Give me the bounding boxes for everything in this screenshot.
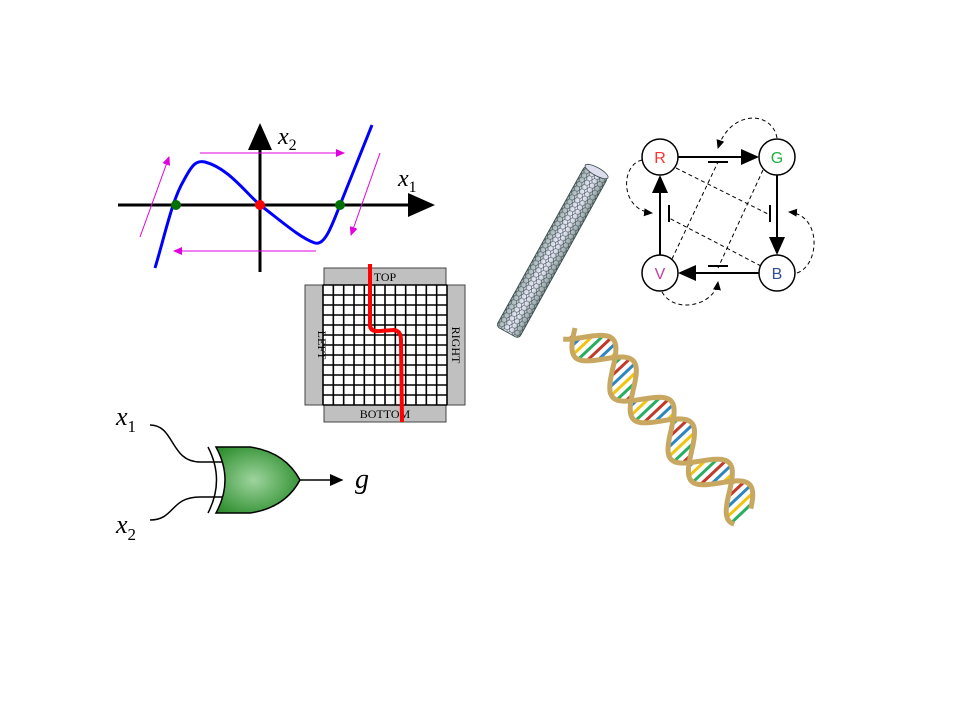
flow-arrow-down <box>349 152 381 236</box>
input-x1-label: x1 <box>115 402 136 436</box>
svg-text:V: V <box>655 266 666 283</box>
base-pair <box>730 502 753 524</box>
base-pair <box>691 458 719 484</box>
grid-lines <box>322 284 448 406</box>
flow-arrow-up <box>139 156 171 238</box>
node-g: G <box>758 138 796 176</box>
backbone-strand <box>563 332 736 527</box>
regulatory-network: R G V B <box>626 117 815 306</box>
base-pair <box>699 459 727 486</box>
base-pair <box>608 362 637 389</box>
dna-helix <box>563 327 756 527</box>
base-pair <box>710 464 733 486</box>
stable-point <box>171 200 181 210</box>
svg-text:G: G <box>771 150 783 167</box>
stable-point <box>335 200 345 210</box>
x1-label: x1 <box>397 166 417 196</box>
backbone-strand <box>569 327 756 510</box>
input-x2-label: x2 <box>115 510 136 544</box>
base-pair <box>725 484 752 510</box>
svg-text:R: R <box>654 150 666 167</box>
routing-grid: TOP BOTTOM LEFT RIGHT <box>304 264 466 423</box>
right-label: RIGHT <box>449 327 463 364</box>
base-pair <box>577 334 605 361</box>
phase-plot: x2 x1 <box>118 123 435 272</box>
nanotube <box>497 163 609 338</box>
bottom-label: BOTTOM <box>360 407 411 421</box>
node-r: R <box>641 138 679 176</box>
left-label: LEFT <box>315 331 329 360</box>
base-pair <box>634 396 662 422</box>
unstable-point <box>255 200 265 210</box>
nullcline-curve <box>153 124 374 269</box>
base-pair <box>668 431 696 458</box>
node-v: V <box>641 254 679 292</box>
output-g-label: g <box>355 464 369 495</box>
inhibition-edges <box>626 117 815 306</box>
top-label: TOP <box>374 270 397 284</box>
base-pair <box>572 334 594 356</box>
base-pair <box>610 370 638 397</box>
route-path <box>368 264 404 423</box>
gate-body <box>214 446 301 514</box>
svg-text:B: B <box>772 266 783 283</box>
base-pair <box>725 491 754 519</box>
x2-label: x2 <box>277 124 297 154</box>
base-pair <box>585 336 613 363</box>
node-b: B <box>758 254 796 292</box>
base-pair <box>666 423 694 449</box>
xor-gate: x1 x2 g <box>115 402 369 544</box>
base-pair <box>672 442 695 463</box>
base-pair <box>642 398 670 424</box>
